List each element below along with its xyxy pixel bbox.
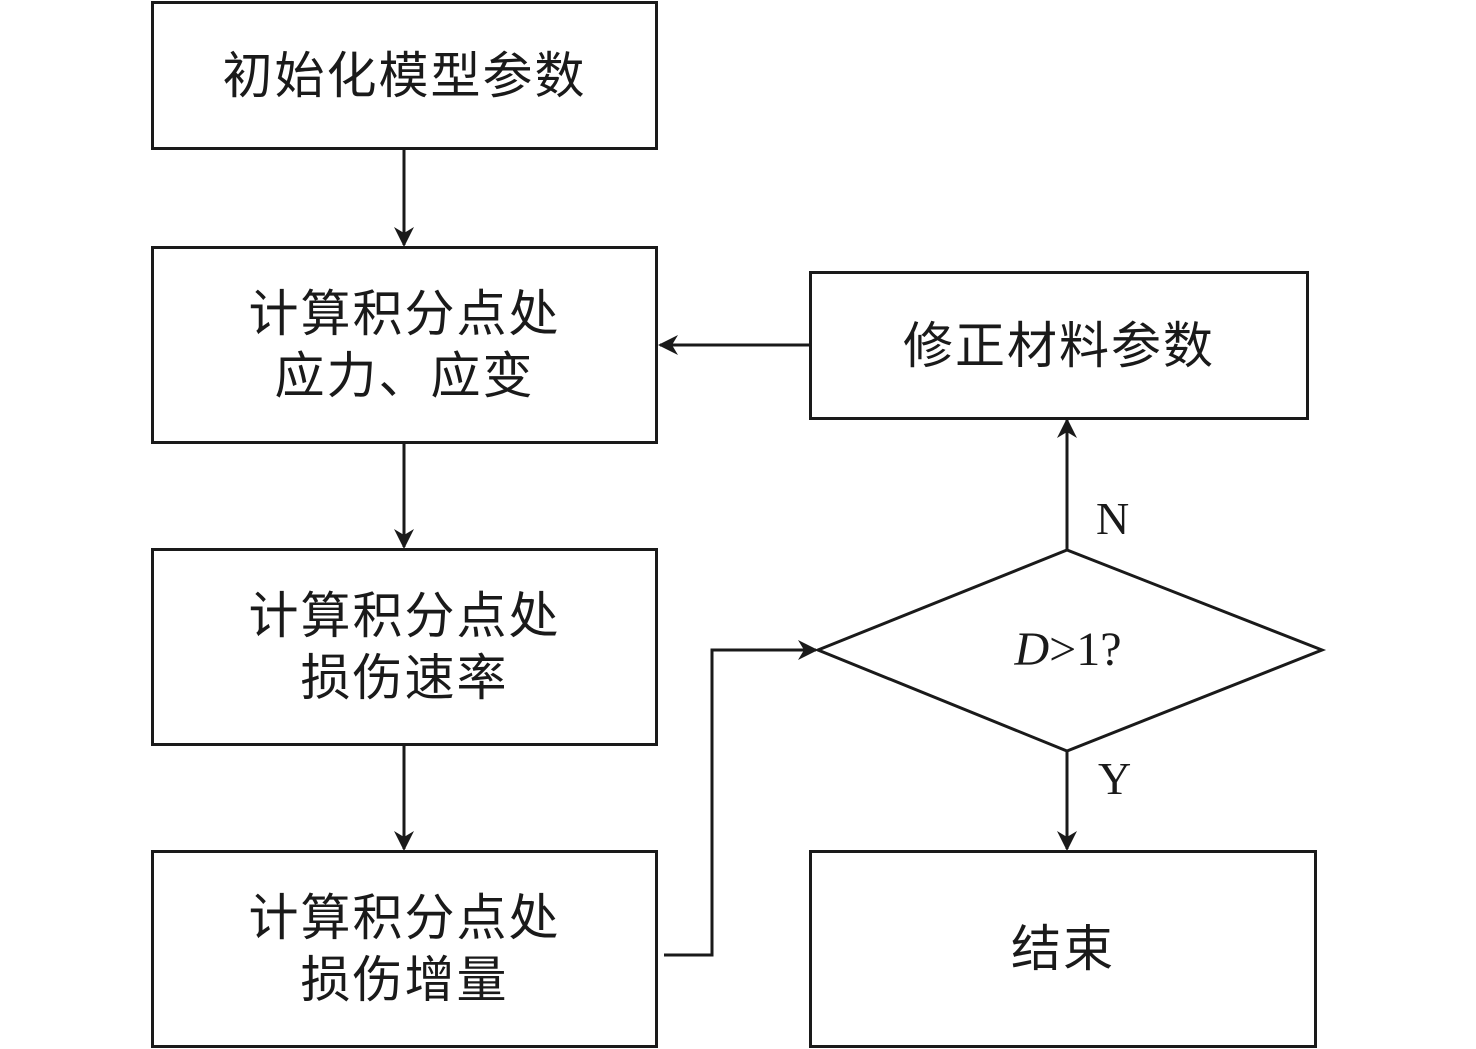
stress-strain-line-2: 应力、应变 [274, 347, 535, 405]
damage-rate-line-1: 计算积分点处 [248, 587, 561, 645]
damage-increment-line-2: 损伤增量 [300, 951, 509, 1009]
damage-rate-line-2: 损伤速率 [300, 649, 509, 707]
correct-params-text: 修正材料参数 [903, 316, 1215, 375]
decision-condition: D>1? [918, 620, 1218, 680]
damage-rate-box: 计算积分点处 损伤速率 [151, 548, 658, 746]
init-params-text: 初始化模型参数 [222, 46, 587, 105]
edge-label-no: N [1096, 493, 1130, 544]
correct-params-box: 修正材料参数 [809, 271, 1309, 420]
end-box: 结束 [809, 850, 1317, 1048]
stress-strain-box: 计算积分点处 应力、应变 [151, 246, 658, 444]
edge-label-yes: Y [1098, 753, 1132, 804]
damage-increment-box: 计算积分点处 损伤增量 [151, 850, 658, 1048]
init-params-box: 初始化模型参数 [151, 1, 658, 150]
decision-comparison: >1? [1049, 623, 1122, 676]
damage-increment-line-1: 计算积分点处 [248, 889, 561, 947]
arrow-increment-to-decision [664, 640, 818, 957]
stress-strain-line-1: 计算积分点处 [248, 285, 561, 343]
decision-diamond [813, 548, 1327, 753]
decision-variable: D [1014, 623, 1050, 676]
end-text: 结束 [1011, 920, 1115, 978]
